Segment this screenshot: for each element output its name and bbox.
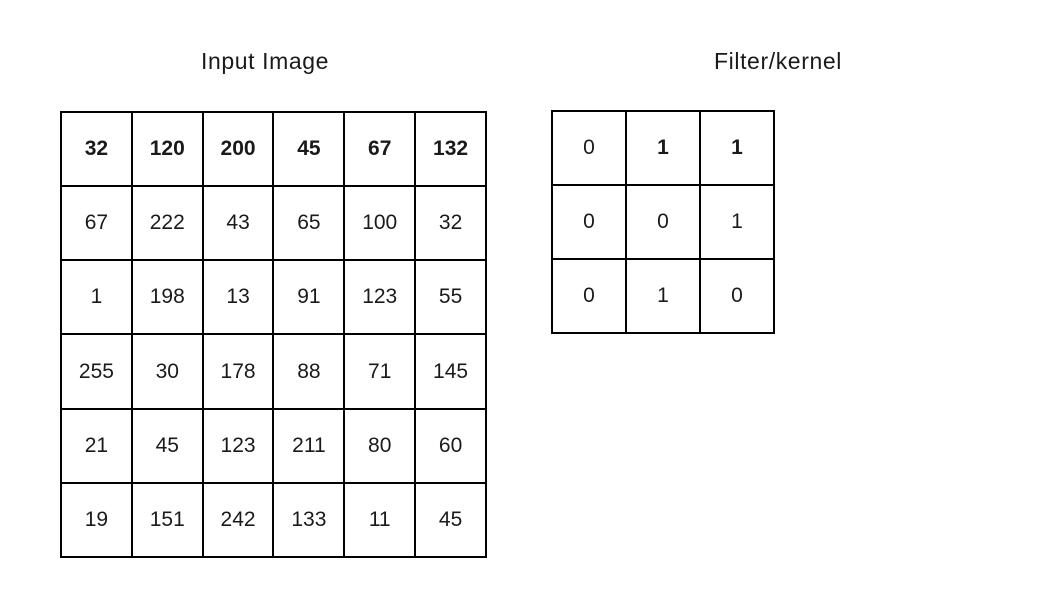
grid-cell: 242 bbox=[201, 481, 275, 559]
grid-cell: 200 bbox=[201, 110, 275, 188]
grid-cell: 211 bbox=[272, 407, 346, 484]
grid-cell: 55 bbox=[414, 259, 487, 336]
grid-cell: 32 bbox=[414, 185, 487, 262]
grid-cell: 222 bbox=[130, 185, 204, 262]
grid-cell: 91 bbox=[272, 259, 346, 336]
grid-cell: 13 bbox=[201, 259, 275, 336]
grid-cell: 45 bbox=[130, 407, 204, 484]
filter-kernel-title: Filter/kernel bbox=[714, 48, 842, 74]
grid-cell: 123 bbox=[343, 259, 417, 336]
grid-cell: 30 bbox=[130, 333, 204, 410]
grid-cell: 19 bbox=[60, 481, 133, 559]
grid-cell: 1 bbox=[625, 258, 701, 334]
grid-cell: 60 bbox=[414, 407, 487, 484]
grid-cell: 21 bbox=[60, 407, 133, 484]
grid-cell: 32 bbox=[60, 110, 133, 188]
grid-cell: 0 bbox=[551, 258, 627, 334]
grid-cell: 133 bbox=[272, 481, 346, 559]
grid-cell: 71 bbox=[343, 333, 417, 410]
grid-cell: 0 bbox=[699, 258, 775, 334]
grid-cell: 0 bbox=[625, 184, 701, 260]
grid-cell: 255 bbox=[60, 333, 133, 410]
grid-cell: 123 bbox=[201, 407, 275, 484]
grid-cell: 45 bbox=[414, 481, 487, 559]
grid-cell: 65 bbox=[272, 185, 346, 262]
grid-cell: 45 bbox=[272, 110, 346, 188]
input-image-title: Input Image bbox=[201, 48, 330, 74]
grid-cell: 100 bbox=[343, 185, 417, 262]
grid-cell: 1 bbox=[60, 259, 133, 336]
grid-cell: 80 bbox=[343, 407, 417, 484]
grid-cell: 88 bbox=[272, 333, 346, 410]
grid-cell: 145 bbox=[414, 333, 487, 410]
grid-cell: 0 bbox=[551, 184, 627, 260]
grid-cell: 1 bbox=[699, 184, 775, 260]
grid-cell: 1 bbox=[625, 110, 701, 186]
grid-cell: 11 bbox=[343, 481, 417, 559]
grid-cell: 0 bbox=[551, 110, 627, 186]
grid-cell: 151 bbox=[130, 481, 204, 559]
grid-cell: 67 bbox=[343, 110, 417, 188]
grid-cell: 132 bbox=[414, 110, 487, 188]
grid-cell: 43 bbox=[201, 185, 275, 262]
grid-cell: 67 bbox=[60, 185, 133, 262]
grid-cell: 120 bbox=[130, 110, 204, 188]
grid-cell: 198 bbox=[130, 259, 204, 336]
grid-cell: 1 bbox=[699, 110, 775, 186]
grid-cell: 178 bbox=[201, 333, 275, 410]
